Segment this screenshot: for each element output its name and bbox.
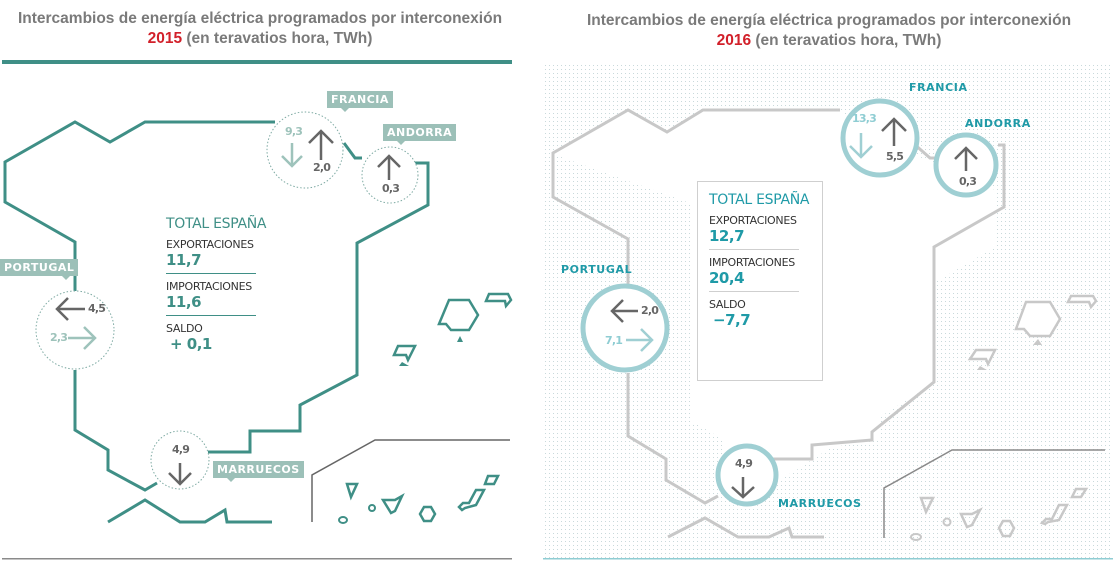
portugal-export-value: 2,0 <box>641 304 659 317</box>
francia-import-value: 13,3 <box>852 112 877 125</box>
portugal-import-value: 7,1 <box>605 334 623 347</box>
title-line: Intercambios de energía eléctrica progra… <box>586 12 1072 29</box>
bottom-divider <box>543 558 1113 560</box>
separator <box>709 291 799 292</box>
arrow-left-icon <box>55 297 85 321</box>
units-label: (en teravatios hora, TWh) <box>755 32 942 49</box>
arrow-right-icon <box>68 326 97 350</box>
andorra-export-value: 0,3 <box>382 182 400 195</box>
label-marruecos: MARRUECOS <box>213 461 304 482</box>
panel-title-2016: Intercambios de energía eléctrica progra… <box>540 11 1118 51</box>
arrow-down-icon <box>849 133 873 159</box>
arrow-up-icon <box>308 129 334 160</box>
units-label: (en teravatios hora, TWh) <box>186 30 373 47</box>
balance-label: SALDO <box>166 322 203 335</box>
imports-label: IMPORTACIONES <box>709 256 795 269</box>
arrow-right-icon <box>626 328 654 352</box>
title-line: Intercambios de energía eléctrica progra… <box>17 10 503 27</box>
label-andorra: ANDORRA <box>383 124 457 145</box>
andorra-export-value: 0,3 <box>959 175 977 188</box>
exports-value: 11,7 <box>166 251 202 269</box>
marruecos-circle <box>715 443 779 507</box>
exports-value: 12,7 <box>709 227 745 245</box>
arrow-down-icon <box>281 143 303 168</box>
arrow-down-icon <box>168 463 192 486</box>
balance-label: SALDO <box>709 298 746 311</box>
portugal-circle <box>35 290 115 370</box>
year-label: 2016 <box>716 32 752 49</box>
arrow-down-icon <box>731 477 755 499</box>
arrow-up-icon <box>377 154 401 180</box>
francia-import-value: 9,3 <box>285 125 303 138</box>
separator <box>166 315 256 316</box>
map-spain-2016 <box>543 62 1113 560</box>
marruecos-export-value: 4,9 <box>172 443 190 456</box>
title-subline: 2016 (en teravatios hora, TWh) <box>540 31 1118 51</box>
panel-title-2015: Intercambios de energía eléctrica progra… <box>0 9 520 49</box>
total-heading: TOTAL ESPAÑA <box>166 216 267 232</box>
imports-label: IMPORTACIONES <box>166 280 252 293</box>
balance-value: + 0,1 <box>170 335 212 353</box>
label-francia: FRANCIA <box>327 91 393 112</box>
label-andorra: ANDORRA <box>965 117 1031 130</box>
label-portugal: PORTUGAL <box>0 259 79 280</box>
francia-export-value: 2,0 <box>313 161 331 174</box>
total-spain-box-2016 <box>697 181 823 381</box>
francia-export-value: 5,5 <box>886 150 904 163</box>
top-divider <box>2 60 512 64</box>
balance-value: −7,7 <box>713 311 751 329</box>
arrow-up-icon <box>881 117 907 146</box>
imports-value: 20,4 <box>709 269 745 287</box>
total-heading: TOTAL ESPAÑA <box>709 192 810 208</box>
arrow-left-icon <box>610 299 638 323</box>
label-marruecos: MARRUECOS <box>778 497 862 510</box>
marruecos-export-value: 4,9 <box>735 457 753 470</box>
francia-circle <box>266 111 344 189</box>
total-spain-2016: TOTAL ESPAÑA EXPORTACIONES 12,7 IMPORTAC… <box>709 192 809 329</box>
panel-2016: Intercambios de energía eléctrica progra… <box>540 0 1118 569</box>
label-francia: FRANCIA <box>909 81 968 94</box>
panel-2015: Intercambios de energía eléctrica progra… <box>0 0 520 569</box>
year-label: 2015 <box>147 30 183 47</box>
portugal-export-value: 4,5 <box>88 302 106 315</box>
imports-value: 11,6 <box>166 293 202 311</box>
marruecos-circle <box>150 430 210 490</box>
separator <box>709 249 799 250</box>
exports-label: EXPORTACIONES <box>166 238 254 251</box>
total-spain-2015: TOTAL ESPAÑA EXPORTACIONES 11,7 IMPORTAC… <box>166 216 266 353</box>
bottom-divider <box>2 558 512 560</box>
arrow-up-icon <box>954 146 978 171</box>
portugal-circle <box>580 283 670 373</box>
portugal-import-value: 2,3 <box>50 331 68 344</box>
separator <box>166 273 256 274</box>
label-portugal: PORTUGAL <box>561 263 633 276</box>
exports-label: EXPORTACIONES <box>709 214 797 227</box>
title-subline: 2015 (en teravatios hora, TWh) <box>0 29 520 49</box>
map-spain-2015 <box>2 60 513 560</box>
